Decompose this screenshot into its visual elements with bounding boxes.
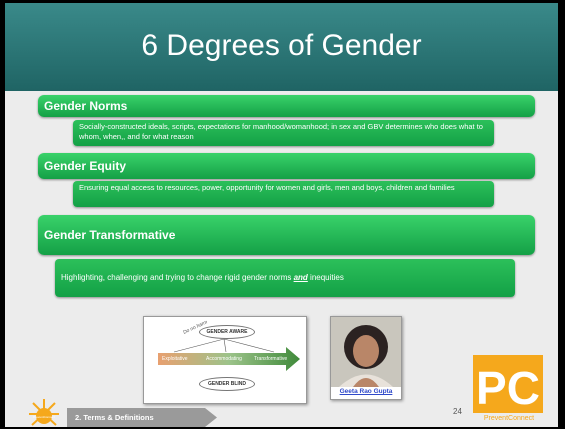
title-band: 6 Degrees of Gender — [5, 3, 558, 91]
gender-transformative-description-tail: inequities — [307, 273, 344, 282]
gender-aware-label: GENDER AWARE — [206, 329, 248, 335]
pc-logo-caption: PreventConnect — [483, 415, 535, 422]
gender-continuum-diagram: Do no harm GENDER AWARE Exploitative Acc… — [143, 316, 307, 404]
page-number: 24 — [453, 407, 462, 416]
gender-transformative-description-text: Highlighting, challenging and trying to … — [61, 273, 294, 282]
gender-aware-oval: GENDER AWARE — [199, 325, 255, 339]
photo-caption[interactable]: Geeta Rao Gupta — [339, 388, 393, 395]
gender-transformative-description-box: Highlighting, challenging and trying to … — [55, 259, 515, 297]
gender-equity-description-box: Ensuring equal access to resources, powe… — [73, 181, 494, 207]
nav-arrow-label: 2. Terms & Definitions — [75, 413, 154, 422]
arrow-label-left: Exploitative — [162, 356, 188, 362]
arrow-label-mid: Accommodating — [206, 356, 242, 362]
portrait-photo: Geeta Rao Gupta — [330, 316, 402, 400]
arrow-label-right: Transformative — [254, 356, 288, 362]
pc-logo-letters: PC — [476, 362, 540, 414]
sun-logo-text: PreventConnect — [33, 415, 55, 419]
prevent-connect-logo[interactable]: PC PreventConnect — [469, 355, 549, 427]
gender-blind-label: GENDER BLIND — [207, 381, 247, 387]
slide-title: 6 Degrees of Gender — [141, 29, 422, 62]
gender-blind-oval: GENDER BLIND — [199, 377, 255, 391]
nav-arrow-shape — [67, 408, 217, 427]
section-nav-arrow[interactable]: 2. Terms & Definitions — [67, 408, 217, 427]
gender-equity-heading: Gender Equity — [44, 159, 127, 173]
gender-transformative-emphasis: and — [293, 273, 308, 282]
slide: 6 Degrees of Gender Gender Norms Sociall… — [5, 3, 558, 427]
sun-logo-icon: PreventConnect — [29, 399, 59, 426]
portrait-image — [331, 317, 401, 387]
gender-norms-heading-bar: Gender Norms — [38, 95, 535, 117]
gender-norms-heading: Gender Norms — [44, 99, 128, 113]
gender-norms-description: Socially-constructed ideals, scripts, ex… — [79, 122, 483, 141]
gender-equity-description: Ensuring equal access to resources, powe… — [79, 183, 455, 192]
gender-transformative-heading-bar: Gender Transformative — [38, 215, 535, 255]
gender-equity-heading-bar: Gender Equity — [38, 153, 535, 179]
gender-transformative-heading: Gender Transformative — [44, 228, 176, 242]
pc-logo-icon: PC — [473, 355, 543, 414]
gender-norms-description-box: Socially-constructed ideals, scripts, ex… — [73, 120, 494, 146]
